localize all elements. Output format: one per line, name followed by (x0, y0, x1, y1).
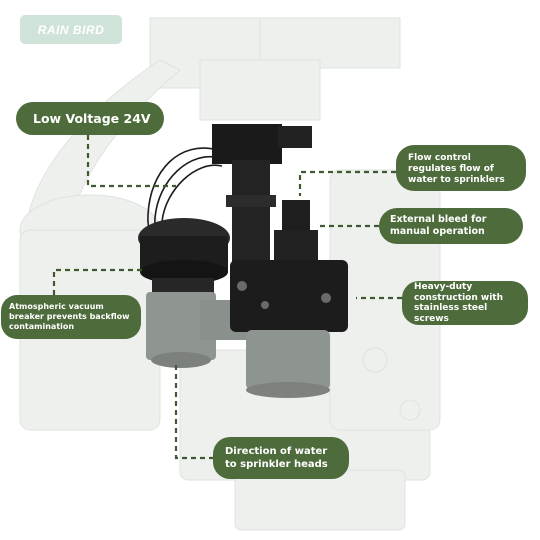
callout-vacuum-breaker: Atmospheric vacuum breaker prevents back… (1, 295, 141, 339)
flow-control-knob (274, 200, 318, 260)
leader-vacuum-breaker (52, 268, 142, 295)
leader-low-voltage (86, 135, 176, 188)
callout-flow-control: Flow control regulates flow of water to … (396, 145, 526, 191)
callout-low-voltage-text: Low Voltage 24V (33, 111, 151, 126)
vacuum-breaker-cap (138, 218, 230, 368)
callout-heavy-duty-text: Heavy-duty construction with stainless s… (414, 282, 503, 324)
callout-leader-lines (52, 135, 402, 460)
callout-low-voltage: Low Voltage 24V (16, 102, 164, 135)
leader-flow-control (298, 170, 396, 196)
leader-water-direction (174, 365, 213, 460)
callout-flow-control-text: Flow control regulates flow of water to … (408, 153, 505, 185)
callout-water-direction: Direction of water to sprinkler heads (213, 437, 349, 479)
callout-heavy-duty: Heavy-duty construction with stainless s… (402, 281, 528, 325)
valve-body (230, 260, 348, 398)
callout-external-bleed: External bleed for manual operation (379, 208, 523, 244)
callout-vacuum-breaker-text: Atmospheric vacuum breaker prevents back… (9, 302, 130, 331)
callout-external-bleed-text: External bleed for manual operation (390, 214, 487, 237)
callout-water-direction-text: Direction of water to sprinkler heads (225, 446, 328, 470)
rain-bird-logo: RAIN BIRD (20, 15, 122, 44)
